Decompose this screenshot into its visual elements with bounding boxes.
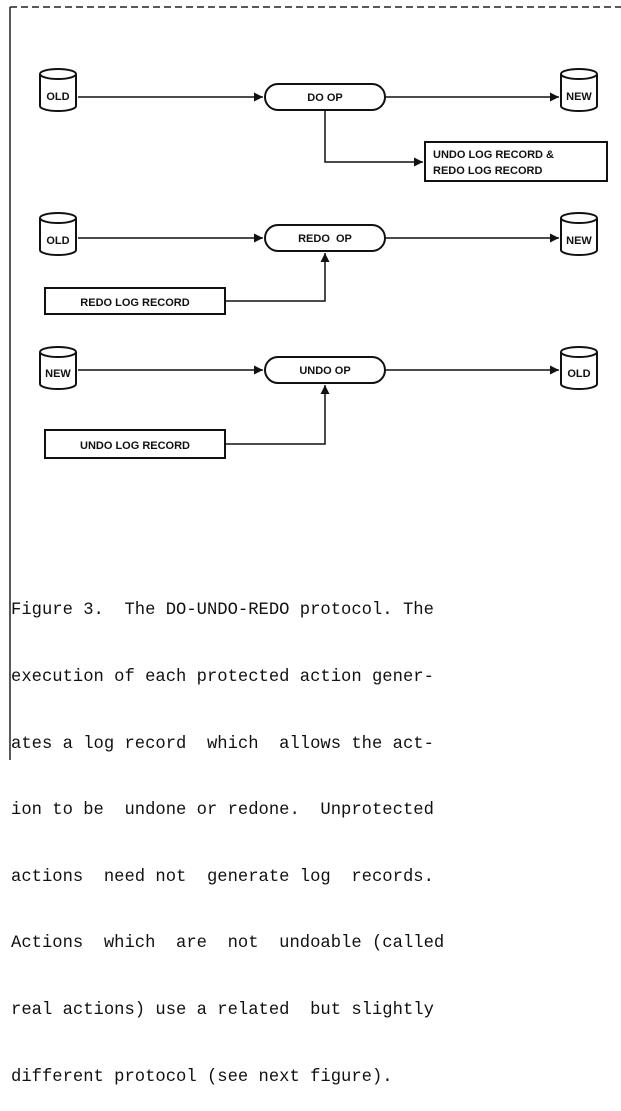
protocol-diagram: OLD DO OP NEW UNDO LOG RECORD & REDO LOG… bbox=[39, 68, 608, 459]
caption-line: ion to be undone or redone. Unprotected bbox=[11, 801, 434, 821]
log-input-box bbox=[44, 287, 226, 315]
caption-line: ates a log record which allows the act- bbox=[11, 734, 434, 754]
caption-line: Figure 3. The DO-UNDO-REDO protocol. The bbox=[11, 601, 434, 621]
target-database-icon: OLD bbox=[560, 346, 598, 390]
arrow-op-to-log bbox=[324, 110, 423, 167]
arrow-log-to-op bbox=[225, 385, 330, 445]
row-undo: NEW UNDO OP OLD UNDO LOG RECORD bbox=[39, 346, 598, 459]
log-output-line-1: UNDO LOG RECORD & bbox=[433, 149, 554, 161]
source-database-icon: OLD bbox=[39, 68, 77, 112]
log-output-line-2: REDO LOG RECORD bbox=[433, 165, 542, 177]
log-output-box bbox=[424, 141, 608, 182]
figure-caption: Figure 3. The DO-UNDO-REDO protocol. The… bbox=[11, 556, 617, 1111]
caption-line: execution of each protected action gener… bbox=[11, 668, 434, 688]
op-label: UNDO OP bbox=[299, 365, 350, 377]
log-input-label: REDO LOG RECORD bbox=[80, 297, 189, 309]
source-label: OLD bbox=[46, 91, 69, 103]
row-do: OLD DO OP NEW UNDO LOG RECORD & REDO LOG… bbox=[39, 68, 608, 182]
target-label: OLD bbox=[567, 368, 590, 380]
source-database-icon: NEW bbox=[39, 346, 77, 390]
target-label: NEW bbox=[566, 91, 592, 103]
source-label: OLD bbox=[46, 235, 69, 247]
caption-line: different protocol (see next figure). bbox=[11, 1067, 393, 1087]
row-redo: OLD REDO OP NEW REDO LOG RECORD bbox=[39, 212, 598, 315]
page-frame bbox=[9, 6, 621, 760]
log-input-label: UNDO LOG RECORD bbox=[80, 440, 190, 452]
arrow-log-to-op bbox=[225, 253, 330, 302]
target-database-icon: NEW bbox=[560, 68, 598, 112]
caption-line: Actions which are not undoable (called bbox=[11, 934, 445, 954]
caption-line: actions need not generate log records. bbox=[11, 867, 434, 887]
target-database-icon: NEW bbox=[560, 212, 598, 256]
caption-line: real actions) use a related but slightly bbox=[11, 1001, 434, 1021]
op-label: DO OP bbox=[307, 92, 342, 104]
op-label: REDO OP bbox=[298, 233, 352, 245]
source-label: NEW bbox=[45, 368, 71, 380]
source-database-icon: OLD bbox=[39, 212, 77, 256]
target-label: NEW bbox=[566, 235, 592, 247]
